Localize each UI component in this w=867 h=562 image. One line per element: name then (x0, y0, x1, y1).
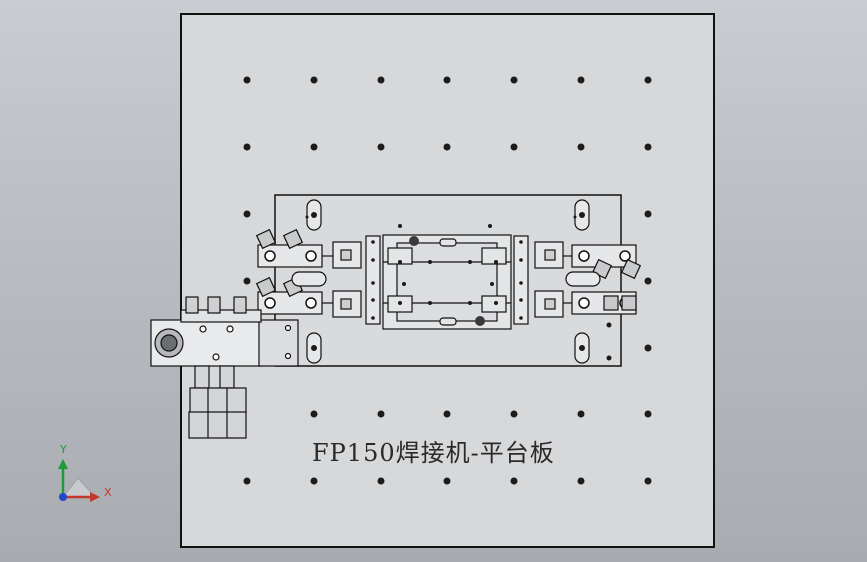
mounting-holes (243, 76, 652, 485)
muffler-outlets (188, 365, 247, 439)
center-nest (382, 234, 512, 330)
coordinate-triad (58, 459, 100, 502)
air-fittings (255, 228, 642, 311)
cylinders-right (563, 244, 637, 315)
x-axis-label: X (104, 486, 112, 499)
y-axis-label: Y (60, 443, 67, 456)
side-rails (365, 235, 529, 325)
drawing-title: FP150焊接机-平台板 (312, 439, 555, 467)
cylinders-left (257, 244, 333, 315)
clamp-blocks (332, 241, 564, 318)
valve-manifold (150, 296, 299, 367)
slot-horizontal (291, 271, 601, 287)
